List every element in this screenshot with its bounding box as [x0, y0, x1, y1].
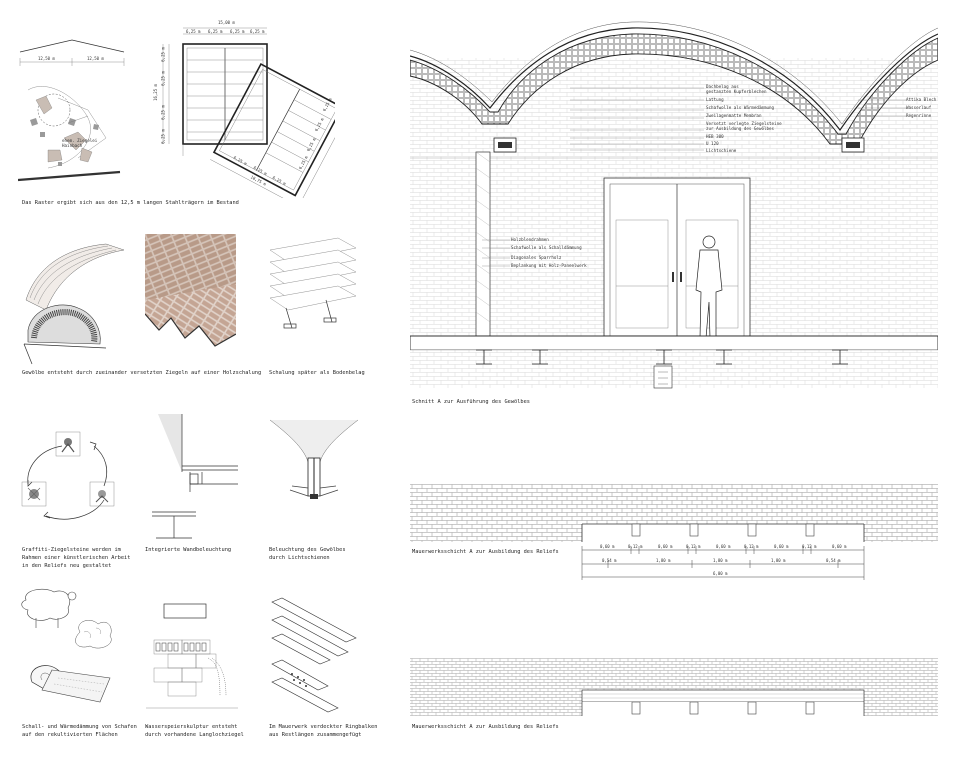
- relief-dim-r2-5: 0,54 m: [826, 558, 841, 563]
- relief-dim-r1-1: 0,60 m: [600, 544, 615, 549]
- label-holzblendrahmen: Holzblendrahmen: [511, 237, 549, 242]
- relief-wall-1-drawing: [410, 484, 938, 542]
- label-regenrinne: Regenrinne: [906, 113, 932, 118]
- label-wasserlauf: Wasserlauf: [906, 105, 932, 110]
- label-dachbelag: Dachbelag aus gestanzten Kupferblechen: [706, 84, 767, 94]
- grid-dim-top-total: 15,00 m: [218, 20, 235, 25]
- relief-dimension-lines: [581, 546, 865, 580]
- label-sparrholz: Diagonales Sparrholz: [511, 255, 562, 260]
- relief-dim-r1-2: 0,12 m: [628, 544, 643, 549]
- brick-texture-drawing: [145, 234, 236, 355]
- grid-dim-top-1: 6,25 m: [186, 29, 201, 34]
- caption-schnitt: Schnitt A zur Ausführung des Gewölbes: [412, 399, 530, 405]
- grid-dim-top-4: 6,25 m: [250, 29, 265, 34]
- relief-dim-r2-4: 1,80 m: [771, 558, 786, 563]
- relief-dim-r2-2: 1,80 m: [656, 558, 671, 563]
- label-membran: Zweilagenmatte Membran: [706, 113, 762, 118]
- grid-dim-left-4: 6,25 m: [160, 129, 166, 144]
- caption-lichtschienen: Beleuchtung des Gewölbes durch Lichtschi…: [269, 547, 346, 561]
- relief-dim-r1-6: 0,12 m: [744, 544, 759, 549]
- grid-dim-left-1: 6,25 m: [160, 47, 166, 62]
- relief-dim-r1-3: 0,60 m: [658, 544, 673, 549]
- ring-beam-drawing: [271, 597, 357, 713]
- caption-daemmung: Schall- und Wärmedämmung von Schafen auf…: [22, 724, 137, 738]
- caption-graffiti: Graffiti-Ziegelsteine werden im Rahmen e…: [22, 547, 131, 569]
- grid-dim-left-total: 16,25 m: [152, 84, 158, 101]
- wall-lighting-drawing: [152, 414, 238, 539]
- caption-ringbalken: Im Mauerwerk verdeckter Ringbalken aus R…: [269, 724, 378, 738]
- waterspout-sculpture-drawing: [146, 603, 238, 709]
- label-u120: U 120: [706, 141, 719, 146]
- raster-site-sketch: [18, 39, 125, 182]
- relief-wall-2-drawing: [410, 658, 938, 716]
- label-attika-blech: Attika Blech: [906, 97, 937, 102]
- relief-dim-r1-5: 0,60 m: [716, 544, 731, 549]
- relief-dim-r2-1: 0,54 m: [602, 558, 617, 563]
- label-beplankung: Beplankung mit Holz-Paneelwerk: [511, 263, 587, 268]
- grid-dim-top-2: 6,25 m: [208, 29, 223, 34]
- grid-dim-left-3: 6,25 m: [160, 105, 166, 120]
- relief-dim-r1-9: 0,60 m: [832, 544, 847, 549]
- caption-raster: Das Raster ergibt sich aus den 12,5 m la…: [22, 200, 239, 206]
- label-heb300: HEB 300: [706, 134, 724, 139]
- vault-formwork-drawing: [23, 243, 125, 365]
- label-lichtschiene: Lichtschiene: [706, 148, 737, 153]
- relief-dim-r1-4: 0,12 m: [686, 544, 701, 549]
- grid-dim-left-2: 6,25 m: [160, 71, 166, 86]
- grid-dim-top-3: 6,25 m: [230, 29, 245, 34]
- relief-dim-r1-7: 0,60 m: [774, 544, 789, 549]
- vault-lighting-drawing: [269, 419, 359, 499]
- formwork-floor-drawing: [269, 237, 357, 329]
- label-lattung: Lattung: [706, 97, 724, 102]
- caption-mauerwerk-1: Mauerwerksschicht A zur Ausbildung des R…: [412, 549, 559, 555]
- graffiti-cycle-diagram: [21, 431, 115, 520]
- caption-gewoelbe: Gewölbe entsteht durch zueinander verset…: [22, 370, 262, 376]
- sheep-wool-drawing: [21, 588, 112, 703]
- raster-dim-right: 12,50 m: [87, 56, 104, 61]
- label-schafwolle-schall: Schafwolle als Schalldämmung: [511, 245, 582, 250]
- relief-dim-r3: 6,00 m: [713, 571, 728, 576]
- caption-mauerwerk-2: Mauerwerksschicht A zur Ausbildung des R…: [412, 724, 559, 730]
- caption-wandbeleuchtung: Integrierte Wandbeleuchtung: [145, 547, 232, 553]
- label-schafwolle-daemmung: Schafwolle als Wärmedämmung: [706, 105, 775, 110]
- caption-wasserspeier: Wasserspeierskulptur entsteht durch vorh…: [145, 724, 244, 738]
- relief-dim-r2-3: 1,80 m: [713, 558, 728, 563]
- site-label: ehem. Ziegelei Hainbach: [62, 138, 98, 148]
- relief-dim-r1-8: 0,12 m: [802, 544, 817, 549]
- caption-schalung: Schalung später als Bodenbelag: [269, 370, 365, 376]
- section-a-drawing: [410, 21, 938, 389]
- label-ziegelsteine: Versetzt verlegte Ziegelsteine zur Ausbi…: [706, 121, 782, 131]
- raster-dim-left: 12,50 m: [38, 56, 55, 61]
- grid-plan-drawing: [162, 27, 335, 198]
